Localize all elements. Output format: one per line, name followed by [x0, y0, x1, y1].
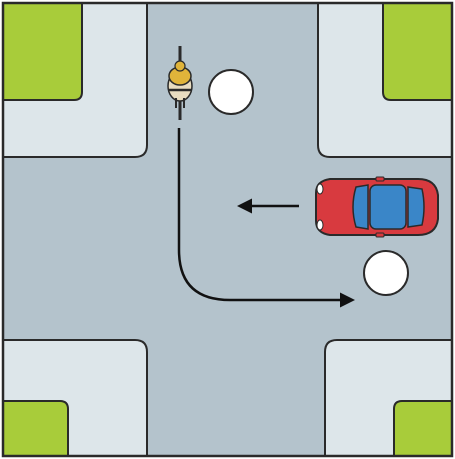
car-marker — [364, 251, 408, 295]
car-icon — [316, 177, 438, 237]
corner-block-bottom-left — [3, 340, 147, 456]
corner-block-top-left — [3, 3, 147, 157]
grass-bottom-left — [3, 401, 68, 456]
cyclist-marker — [209, 70, 253, 114]
grass-bottom-right — [394, 401, 452, 456]
corner-block-top-right — [318, 3, 452, 157]
grass-top-right — [383, 3, 452, 100]
grass-top-left — [3, 3, 82, 100]
corner-block-bottom-right — [325, 340, 452, 456]
